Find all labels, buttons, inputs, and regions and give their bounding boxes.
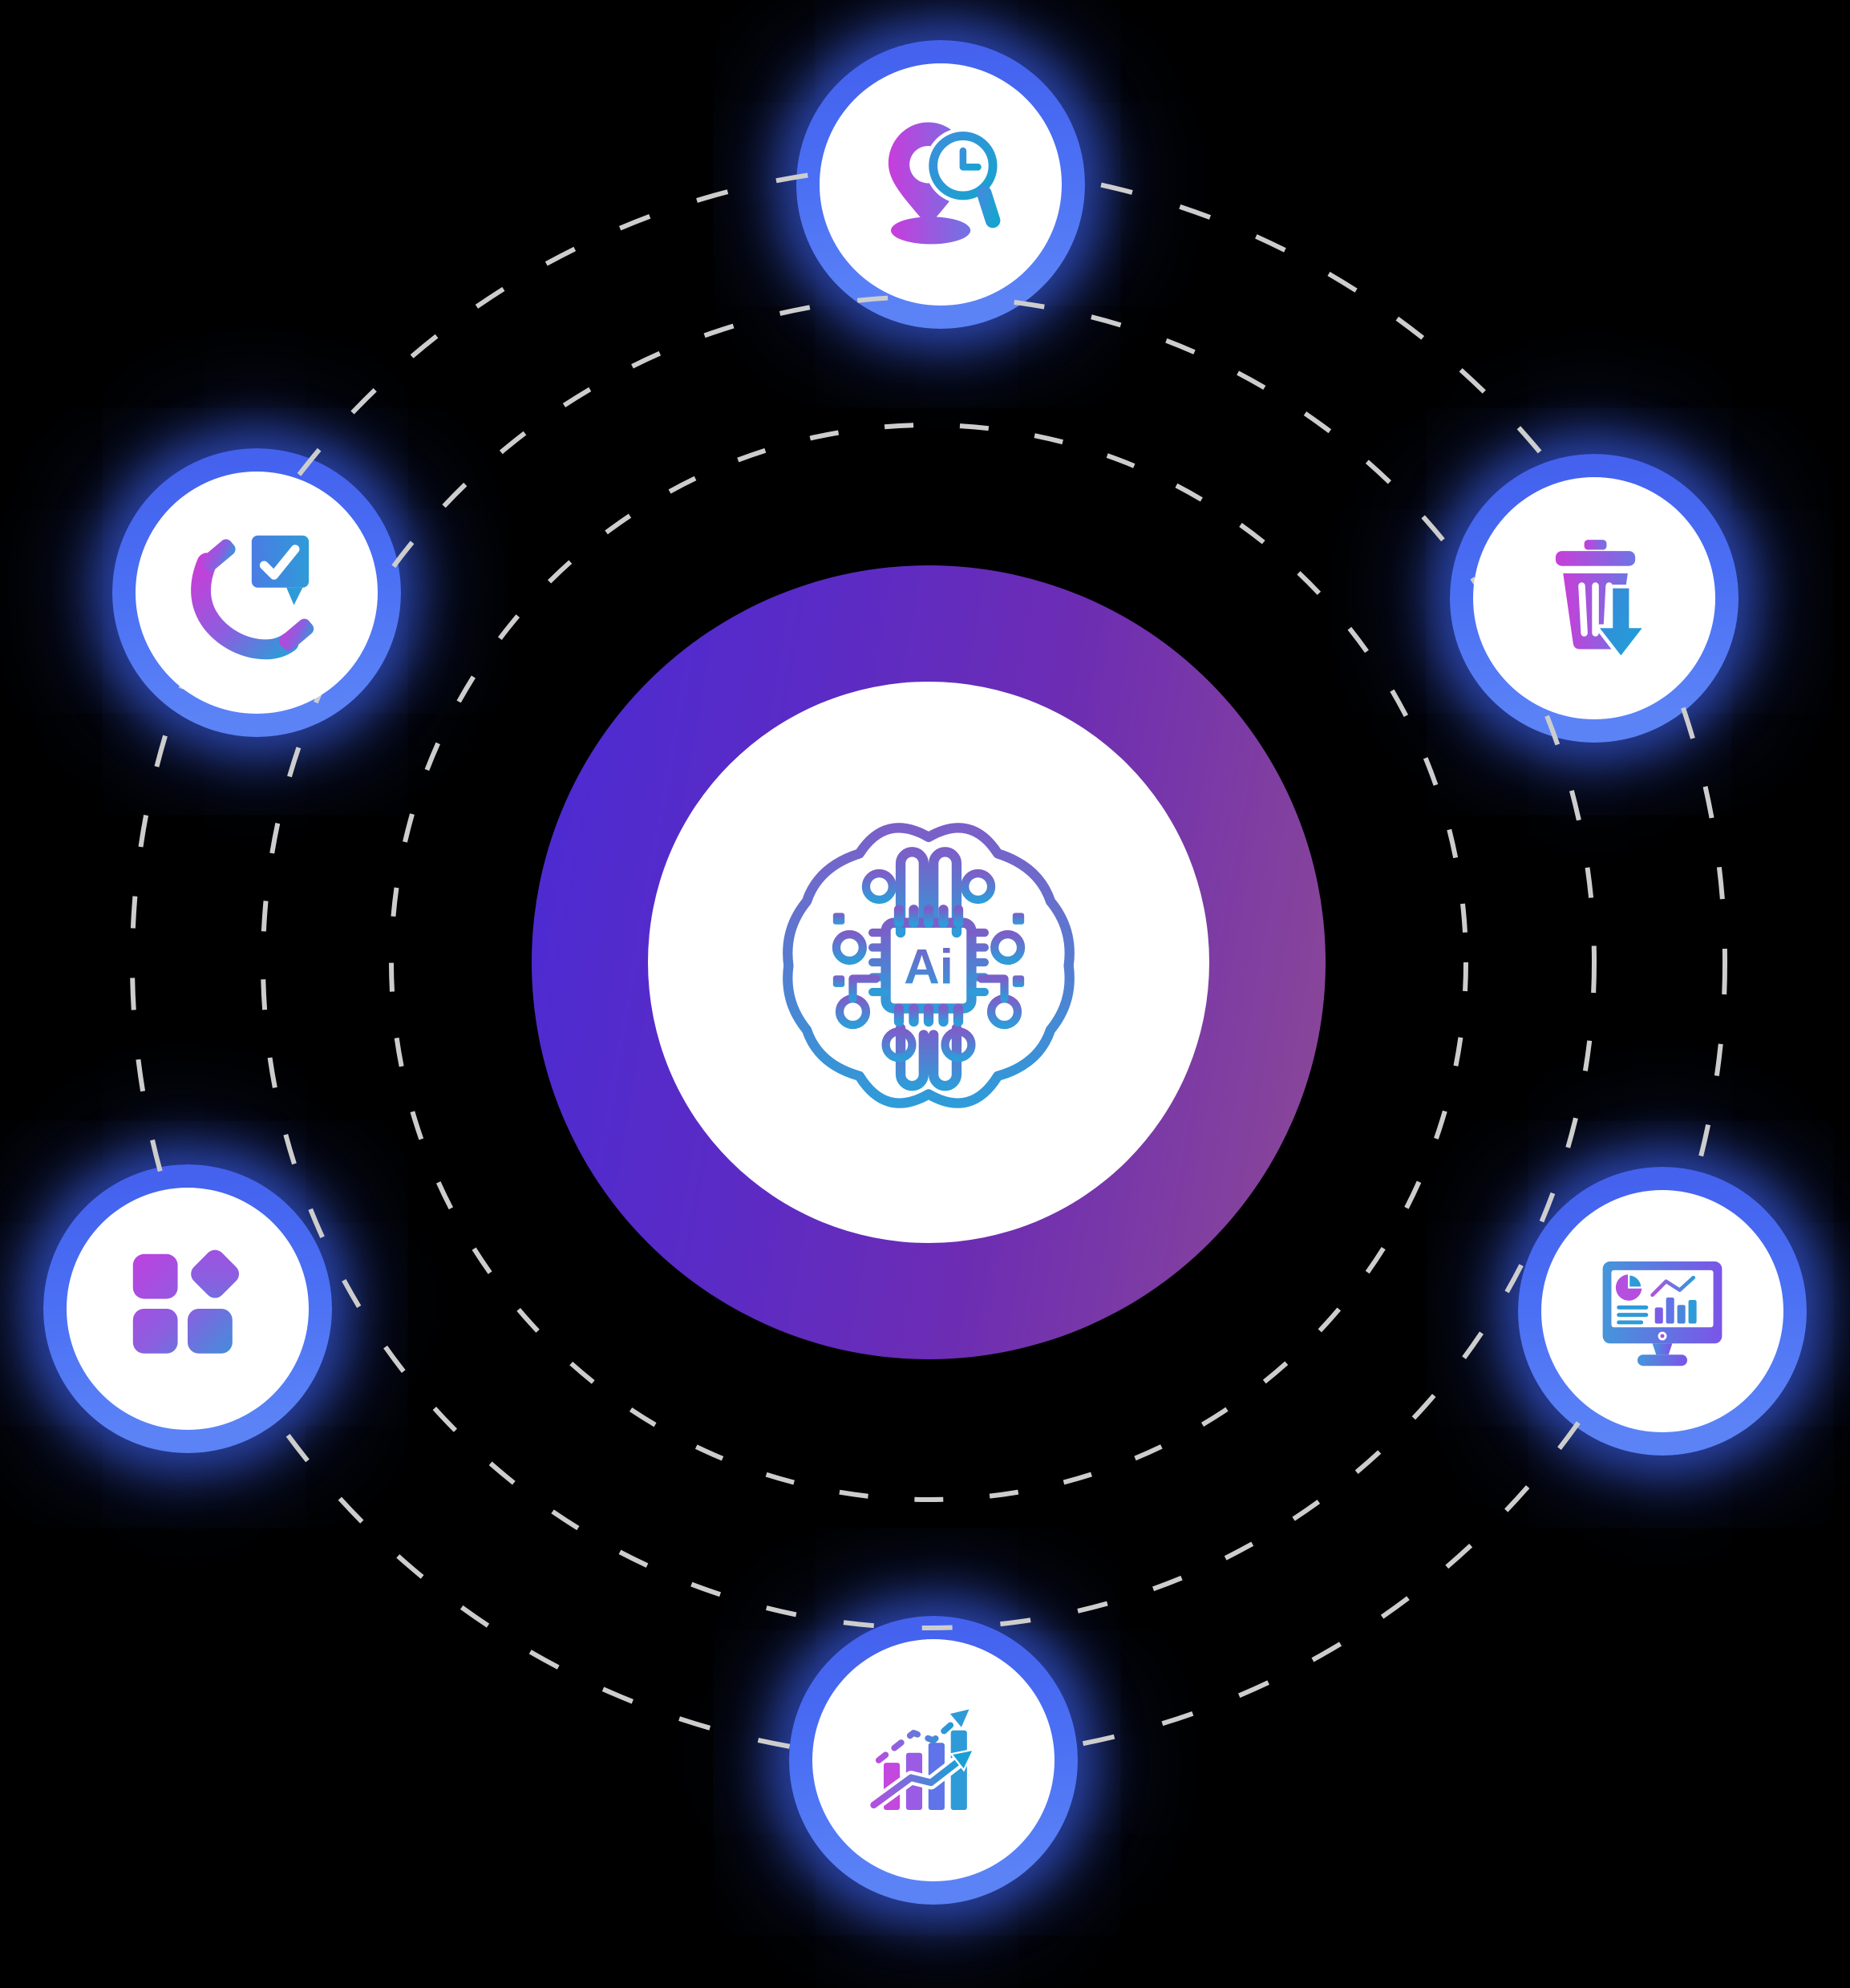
location-search-time-icon: [888, 122, 1002, 245]
phone-call-confirmed-icon: [191, 535, 314, 660]
ai-brain-chip-icon: Ai: [783, 823, 1075, 1108]
satellite-upper-left-face: [136, 472, 378, 714]
satellite-upper-right-face: [1473, 477, 1715, 719]
satellite-upper-right: [1450, 454, 1739, 743]
satellite-top-face: [820, 63, 1062, 306]
satellite-lower-left: [43, 1164, 332, 1453]
growth-bar-chart-icon: [867, 1709, 976, 1812]
satellite-lower-right-face: [1541, 1190, 1783, 1432]
orbit-ring-middle: [261, 294, 1597, 1630]
satellite-bottom: [789, 1616, 1078, 1905]
satellite-lower-right: [1518, 1167, 1807, 1456]
apps-shapes-grid-icon: [132, 1249, 240, 1354]
satellite-bottom-face: [812, 1639, 1055, 1881]
satellite-upper-left: [112, 448, 401, 737]
satellite-top: [796, 40, 1085, 329]
ai-chip-label: Ai: [904, 940, 953, 995]
center-white-circle: Ai: [648, 682, 1209, 1243]
orbit-ring-inner: [389, 423, 1468, 1502]
center-node: Ai: [532, 565, 1326, 1359]
satellite-lower-left-face: [67, 1188, 309, 1430]
trash-removal-download-icon: [1555, 540, 1646, 659]
analytics-dashboard-monitor-icon: [1602, 1261, 1722, 1366]
